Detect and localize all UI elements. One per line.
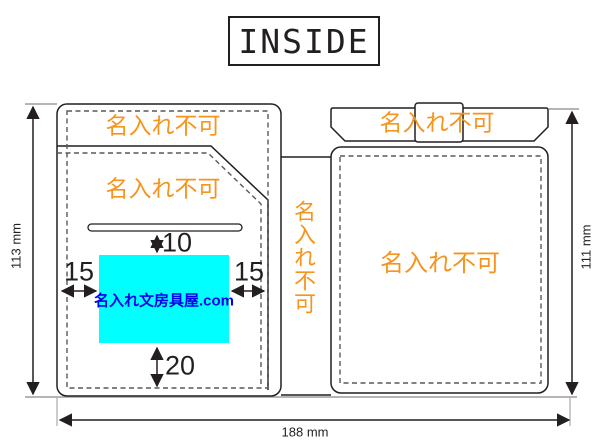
width-extension-lines xyxy=(56,398,571,426)
dim-label-bottom-margin: 20 xyxy=(164,350,196,381)
dim-label-height-left: 113 mm xyxy=(8,223,24,269)
page-title: INSIDE xyxy=(228,16,380,66)
right-pocket-stitch-line xyxy=(339,155,542,384)
dim-label-right-margin: 15 xyxy=(233,256,265,287)
right-pocket-outline xyxy=(330,146,549,394)
print-area-logo: 名入れ文房具屋.com xyxy=(93,292,235,310)
left-cover-stitch-line xyxy=(66,110,269,389)
dim-label-height-right: 111 mm xyxy=(578,224,594,270)
dimension-arrows xyxy=(26,105,579,427)
no-print-label-right-body: 名入れ不可 xyxy=(380,250,500,277)
no-print-label-center-strip: 名入れ不可 xyxy=(291,200,316,315)
dim-label-total-width: 188 mm xyxy=(281,424,329,440)
no-print-label-left-top: 名入れ不可 xyxy=(105,112,221,139)
no-print-label-right-flap: 名入れ不可 xyxy=(379,109,495,136)
card-slot xyxy=(87,223,243,232)
print-area xyxy=(99,255,229,343)
closure-tab xyxy=(414,102,464,143)
dim-label-slot-gap: 10 xyxy=(161,227,193,258)
no-print-label-left-pocket: 名入れ不可 xyxy=(105,175,221,202)
dim-label-left-margin: 15 xyxy=(63,256,95,287)
extension-lines xyxy=(25,103,579,398)
